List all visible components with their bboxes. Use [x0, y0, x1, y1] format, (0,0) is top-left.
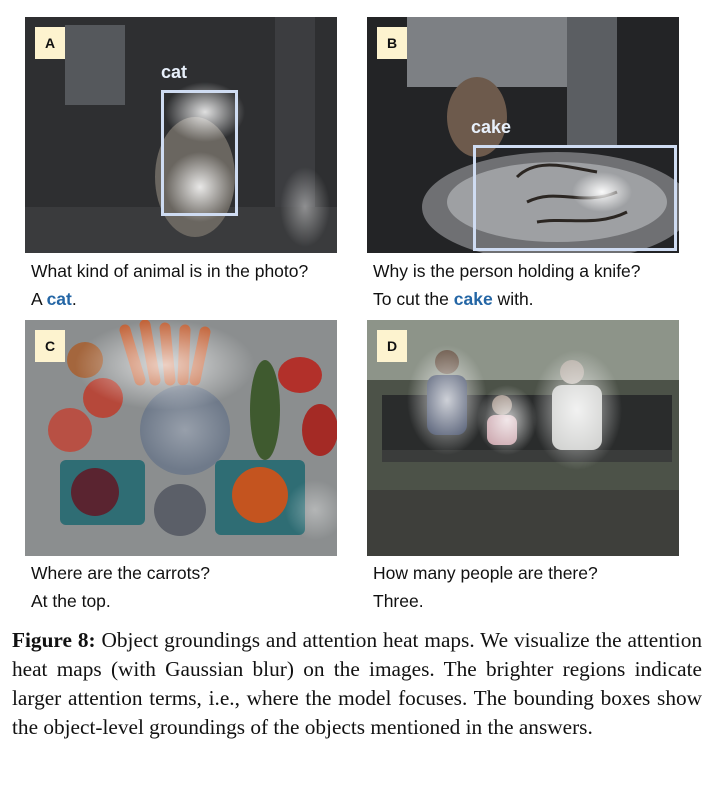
figure-panel-a: A cat: [25, 17, 337, 253]
answer-b-highlight: cake: [453, 289, 493, 309]
cake-bounding-box: [473, 145, 677, 251]
figure-panel-b: B cake: [367, 17, 679, 253]
figure-panel-d: D: [367, 320, 679, 556]
answer-a: A cat.: [31, 289, 77, 309]
cake-box-label: cake: [471, 117, 512, 137]
answer-a-highlight: cat: [46, 289, 72, 309]
question-d: How many people are there?: [373, 563, 598, 583]
figure-caption: Figure 8: Object groundings and attentio…: [12, 626, 702, 742]
panel-tag-c: C: [35, 330, 65, 362]
panel-tag-b: B: [377, 27, 407, 59]
cat-bounding-box: [161, 90, 238, 216]
answer-c: At the top.: [31, 591, 111, 611]
panel-tag-a: A: [35, 27, 65, 59]
question-c: Where are the carrots?: [31, 563, 210, 583]
photo-vegetables-heatmap: [25, 320, 337, 556]
panel-tag-d: D: [377, 330, 407, 362]
photo-cake-heatmap: [367, 17, 679, 253]
figure-panel-c: C: [25, 320, 337, 556]
question-b: Why is the person holding a knife?: [373, 261, 641, 281]
photo-park-bench-heatmap: [367, 320, 679, 556]
caption-text: Object groundings and attention heat map…: [12, 628, 702, 739]
figure-label: Figure 8:: [12, 628, 96, 652]
question-a: What kind of animal is in the photo?: [31, 261, 309, 281]
answer-d: Three.: [373, 591, 424, 611]
cat-box-label: cat: [161, 62, 188, 82]
answer-b: To cut the cake with.: [373, 289, 534, 309]
